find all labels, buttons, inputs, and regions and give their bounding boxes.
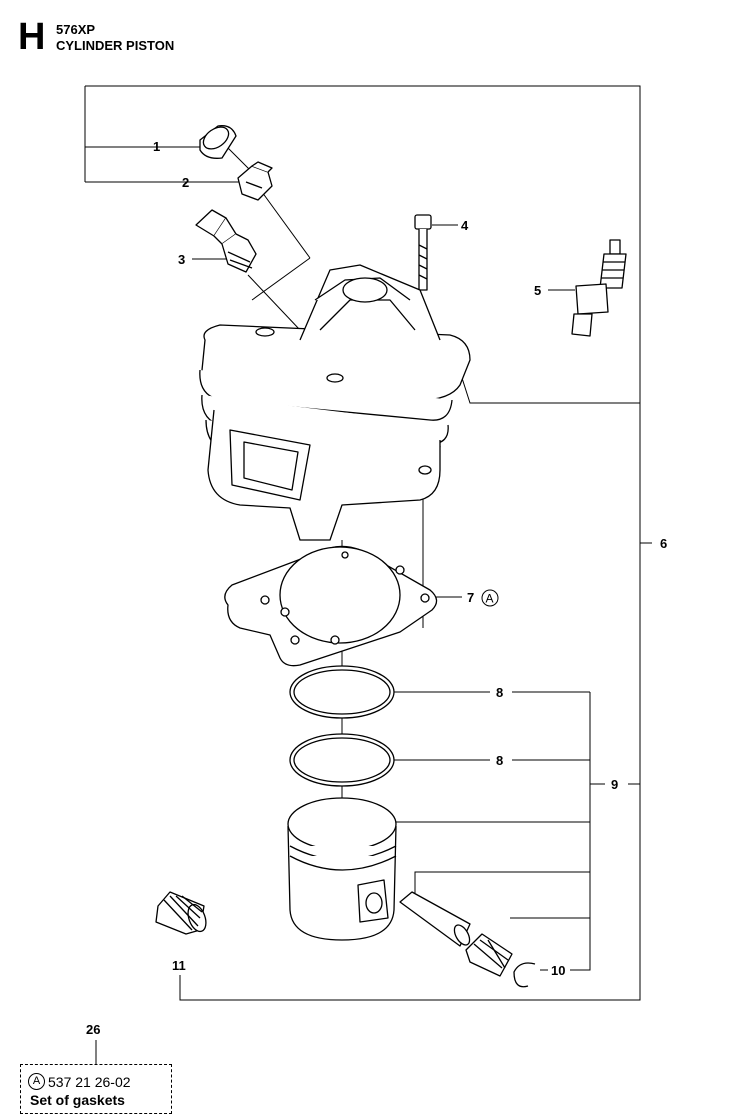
- piston-pin: [399, 891, 471, 947]
- callout-6: 6: [660, 536, 667, 551]
- callout-11: 11: [172, 958, 186, 973]
- model-name: 576XP: [56, 22, 96, 37]
- part-7-gasket: [224, 545, 438, 667]
- callout-5: 5: [534, 283, 541, 298]
- group-frame-6: [85, 85, 641, 1001]
- cylinder-body: [199, 264, 471, 541]
- part-3-decomp-valve: [195, 209, 257, 273]
- kit-ref-letter: A: [28, 1073, 45, 1090]
- callout-3: 3: [178, 252, 185, 267]
- kit-reference: A 537 21 26-02: [28, 1073, 131, 1090]
- kit-description: Set of gaskets: [30, 1092, 125, 1108]
- callout-1: 1: [153, 139, 160, 154]
- part-5-spark-plug: [571, 239, 627, 337]
- kit-part-number: 537 21 26-02: [48, 1073, 131, 1090]
- leader-cyl-frame: [461, 377, 640, 404]
- ref-circle-7: [481, 589, 499, 607]
- callout-8b: 8: [496, 753, 503, 768]
- callout-10: 10: [551, 963, 565, 978]
- part-10-circlip: [513, 962, 536, 988]
- callout-2: 2: [182, 175, 189, 190]
- kit-number: 26: [86, 1022, 101, 1037]
- needle-bearing-right: [465, 933, 513, 977]
- page-title: CYLINDER PISTON: [56, 38, 175, 53]
- part-4-screw: [414, 214, 432, 291]
- part-1-cap: [199, 125, 237, 159]
- part-8-ring-a: [289, 665, 395, 719]
- leader-2-cyl-b: [251, 257, 311, 301]
- leader-pin: [414, 871, 590, 893]
- leader-1-2-link: [227, 147, 251, 171]
- callout-7-ref: A: [486, 592, 494, 606]
- leader-3-cyl: [247, 274, 301, 331]
- part-2-valve: [237, 161, 273, 201]
- callout-9: 9: [611, 777, 618, 792]
- part-8-ring-b: [289, 733, 395, 787]
- leader-2-cyl: [261, 191, 311, 259]
- part-11-needle-bearing: [155, 891, 207, 935]
- callout-4: 4: [461, 218, 469, 233]
- part-9-piston: [287, 797, 397, 941]
- callout-7: 7: [467, 590, 474, 605]
- callout-8a: 8: [496, 685, 503, 700]
- bracket-9: [570, 692, 591, 971]
- section-letter: H: [18, 16, 46, 58]
